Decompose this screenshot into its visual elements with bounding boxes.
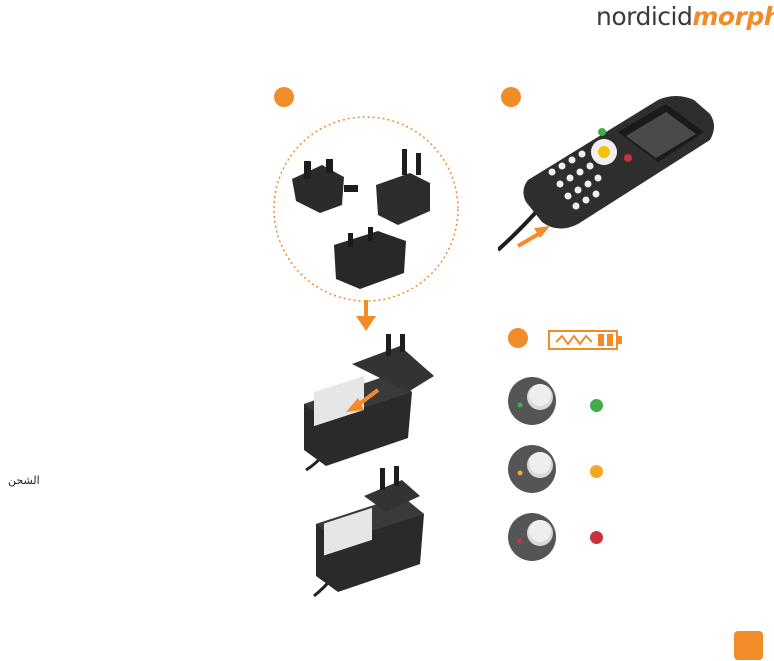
device-led-orange-illustration bbox=[506, 443, 558, 495]
status-led-orange bbox=[590, 465, 603, 478]
page-number-box bbox=[734, 631, 763, 660]
status-led-green bbox=[590, 399, 603, 412]
step-marker-3 bbox=[508, 328, 528, 348]
device-led-red-illustration bbox=[506, 511, 558, 563]
device-led-green-illustration bbox=[506, 375, 558, 427]
arrow-down-icon bbox=[356, 300, 376, 332]
charger-assembled-illustration bbox=[310, 466, 430, 598]
plug-adapters-illustration bbox=[270, 113, 462, 305]
brand-logo-part1: nordicid bbox=[596, 2, 692, 31]
battery-charging-icon bbox=[548, 330, 624, 350]
handheld-device-illustration bbox=[498, 92, 723, 252]
charger-adapter-insert-illustration bbox=[296, 334, 436, 474]
brand-logo: nordicidmorphic bbox=[596, 2, 774, 31]
brand-logo-part2: morphic bbox=[692, 2, 774, 31]
status-led-red bbox=[590, 531, 603, 544]
side-label-charging: الشحن bbox=[8, 474, 40, 487]
step-marker-1 bbox=[274, 87, 294, 107]
